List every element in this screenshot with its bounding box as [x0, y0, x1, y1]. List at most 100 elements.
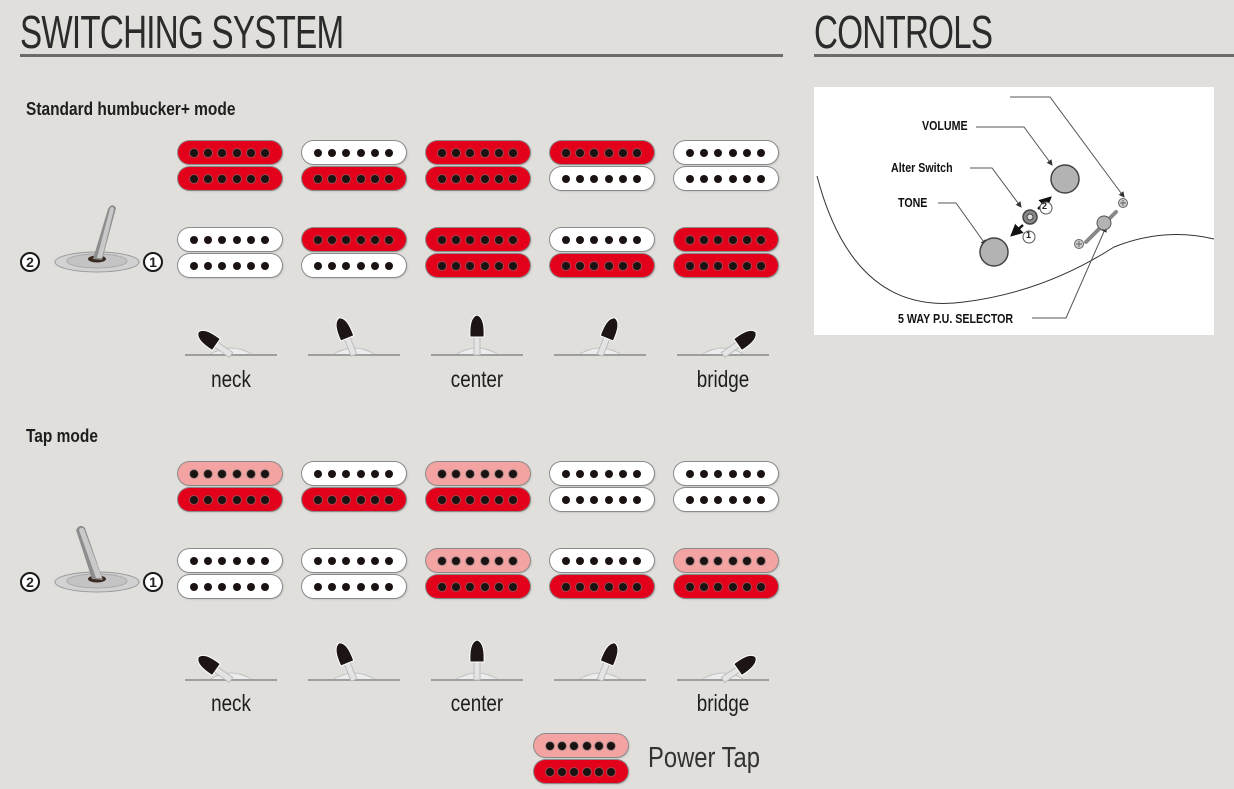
pole-piece: [700, 582, 709, 591]
pickup-coil-top: [550, 549, 654, 572]
pole-piece: [576, 556, 585, 565]
selector-position-2: [308, 315, 400, 357]
pole-piece: [452, 469, 461, 478]
humbucker-pickup: [178, 141, 282, 190]
pole-piece: [606, 741, 615, 750]
pole-piece: [618, 174, 627, 183]
pole-piece: [480, 582, 489, 591]
pickup-coil-bottom: [550, 254, 654, 277]
controls-heading-rule: [814, 54, 1234, 57]
pickup-coil-top: [426, 141, 530, 164]
pole-piece: [686, 148, 694, 157]
pole-piece: [466, 148, 475, 157]
pole-piece: [686, 582, 694, 591]
pickup-coil-bottom: [534, 760, 628, 783]
pole-piece: [576, 148, 585, 157]
humbucker-pickup: [302, 141, 406, 190]
pickup-coil-top: [178, 549, 282, 572]
alter-switch-tap: 2 1: [20, 520, 170, 600]
selector-position-5: [677, 315, 769, 359]
pole-piece: [466, 174, 475, 183]
pole-piece: [370, 495, 379, 504]
pole-piece: [204, 556, 213, 565]
pole-piece: [618, 556, 627, 565]
pole-piece: [576, 495, 585, 504]
pole-piece: [384, 261, 393, 270]
pole-piece: [562, 582, 570, 591]
pole-piece: [232, 556, 241, 565]
pole-piece: [742, 469, 751, 478]
pole-piece: [438, 148, 446, 157]
pole-piece: [384, 582, 393, 591]
pickup-coil-bottom: [674, 254, 778, 277]
selector-lever-icon: [308, 642, 400, 682]
pole-piece: [314, 582, 322, 591]
pole-piece: [356, 582, 365, 591]
humbucker-pickup: [302, 549, 406, 598]
pickup-coil-bottom: [426, 488, 530, 511]
pu-selector-knob: [1096, 215, 1112, 231]
pickup-coil-bottom: [302, 167, 406, 190]
pickup-coil-bottom: [550, 488, 654, 511]
pole-piece: [562, 174, 570, 183]
pole-piece: [438, 582, 446, 591]
pole-piece: [508, 148, 517, 157]
pole-piece: [590, 261, 599, 270]
pole-piece: [562, 469, 570, 478]
pole-piece: [632, 582, 641, 591]
pole-piece: [452, 495, 461, 504]
selector-lever-icon: [431, 314, 523, 356]
alter-switch-label: Alter Switch: [891, 160, 953, 175]
alter-position-2-badge: 2: [20, 572, 40, 592]
pickup-coil-top: [426, 228, 530, 251]
pole-piece: [508, 174, 517, 183]
pickup-coil-top: [178, 141, 282, 164]
pole-piece: [328, 556, 337, 565]
pole-piece: [714, 174, 723, 183]
pole-piece: [700, 148, 709, 157]
alter-position-1-marker: 1: [1026, 230, 1032, 240]
pole-piece: [232, 235, 241, 244]
alter-position-1-badge: 1: [143, 252, 163, 272]
controls-diagram: VOLUME Alter Switch TONE 5 WAY P.U. SELE…: [814, 87, 1214, 335]
pole-piece: [438, 235, 446, 244]
pole-piece: [756, 235, 765, 244]
pole-piece: [342, 235, 351, 244]
pole-piece: [494, 174, 503, 183]
pole-piece: [314, 556, 322, 565]
pole-piece: [342, 148, 351, 157]
pole-piece: [756, 556, 765, 565]
pole-piece: [466, 235, 475, 244]
pole-piece: [314, 261, 322, 270]
pole-piece: [576, 582, 585, 591]
humbucker-pickup: [534, 734, 628, 783]
selector-lever-icon: [431, 639, 523, 681]
humbucker-pickup: [302, 228, 406, 277]
pickup-coil-top: [178, 228, 282, 251]
pole-piece: [232, 582, 241, 591]
pole-piece: [756, 582, 765, 591]
pole-piece: [494, 495, 503, 504]
tone-knob: [979, 237, 1009, 267]
pole-piece: [508, 235, 517, 244]
pole-piece: [328, 261, 337, 270]
pole-piece: [342, 261, 351, 270]
pole-piece: [356, 261, 365, 270]
alter-position-1-badge: 1: [143, 572, 163, 592]
pole-piece: [384, 469, 393, 478]
standard-row-position-1: [178, 141, 778, 190]
pole-piece: [480, 235, 489, 244]
power-tap-legend-label: Power Tap: [648, 742, 760, 774]
selector-lever-icon: [185, 329, 277, 359]
pole-piece: [204, 235, 213, 244]
pole-piece: [632, 495, 641, 504]
pole-piece: [604, 148, 613, 157]
pole-piece: [314, 235, 322, 244]
selector-lever-icon: [185, 654, 277, 684]
pole-piece: [618, 469, 627, 478]
pole-piece: [218, 469, 227, 478]
pole-piece: [618, 148, 627, 157]
pole-piece: [466, 495, 475, 504]
tap-mode-label: Tap mode: [26, 426, 98, 446]
pole-piece: [356, 174, 365, 183]
